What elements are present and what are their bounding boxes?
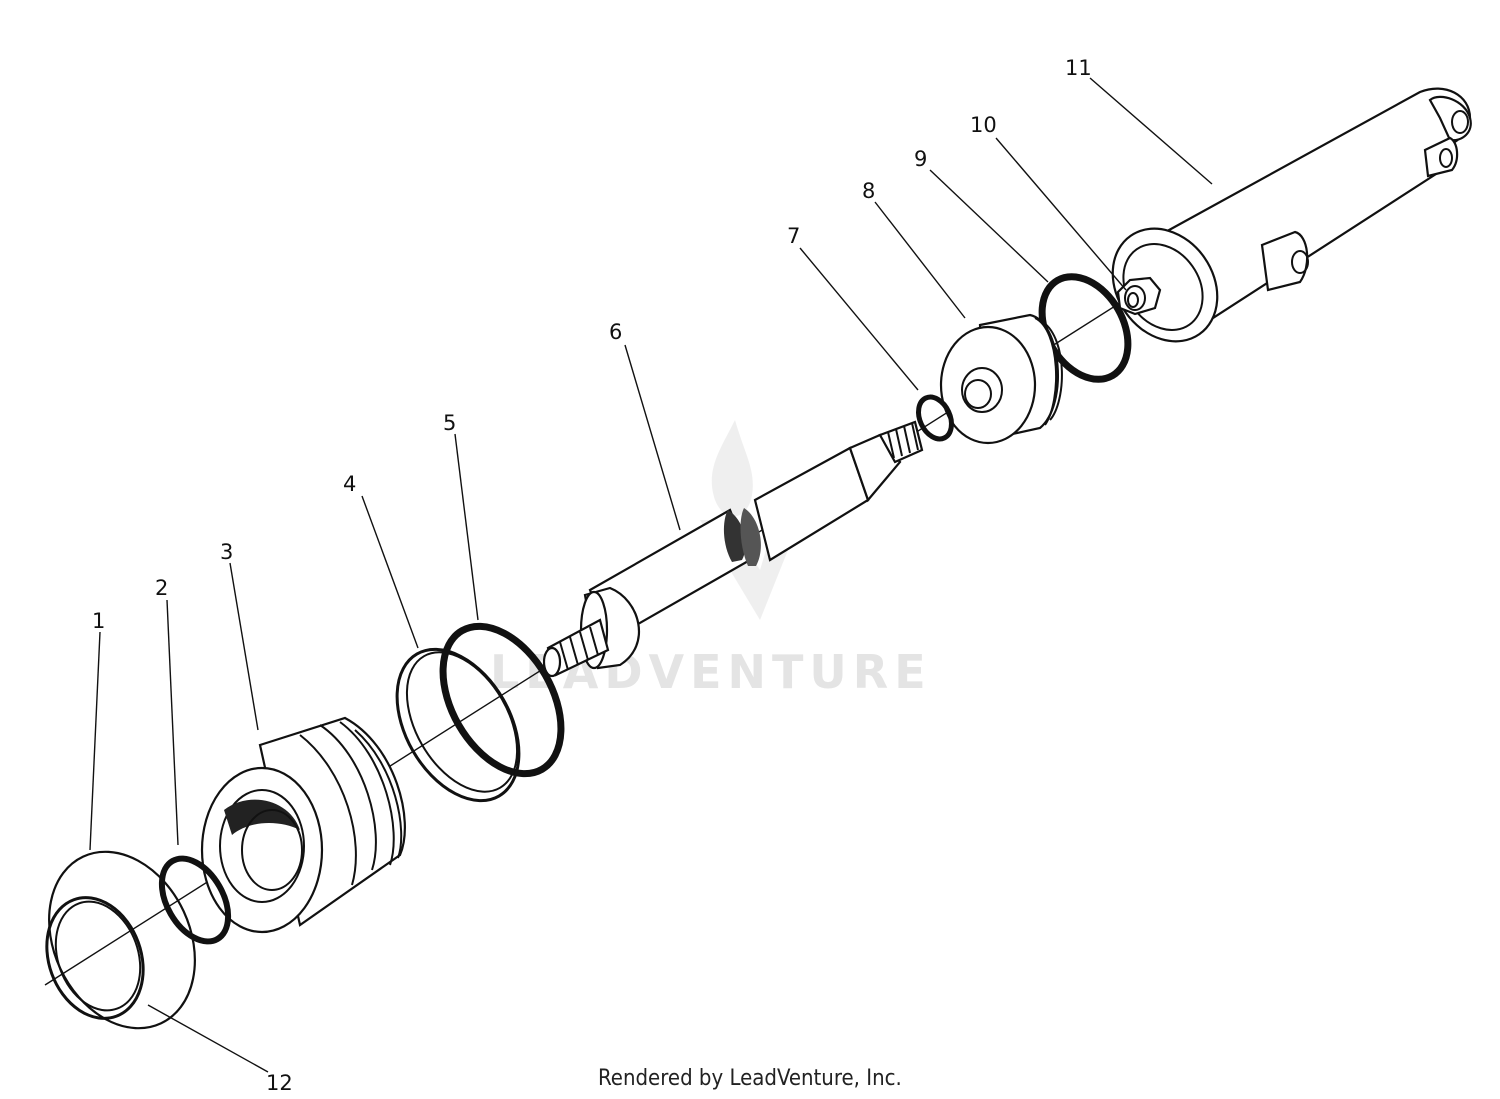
leader-2 bbox=[166, 599, 179, 846]
leader-8 bbox=[874, 201, 966, 319]
footer-credit: Rendered by LeadVenture, Inc. bbox=[598, 1066, 902, 1091]
callout-12: 12 bbox=[266, 1071, 293, 1095]
leader-6 bbox=[624, 344, 681, 531]
callout-3: 3 bbox=[220, 540, 233, 564]
part-7-o-ring bbox=[916, 394, 954, 442]
part-11-cylinder-barrel bbox=[1111, 87, 1472, 343]
callout-10: 10 bbox=[970, 113, 997, 137]
callout-5: 5 bbox=[443, 411, 456, 435]
callout-9: 9 bbox=[914, 147, 927, 171]
leader-10 bbox=[995, 137, 1127, 291]
callout-7: 7 bbox=[787, 224, 800, 248]
leader-12 bbox=[147, 1004, 269, 1073]
leader-3 bbox=[229, 562, 259, 731]
part-4-backup-ring bbox=[395, 647, 521, 803]
callout-4: 4 bbox=[343, 472, 356, 496]
leader-9 bbox=[929, 169, 1049, 283]
part-1-wiper-seal bbox=[45, 850, 196, 1030]
part-2-o-ring bbox=[158, 855, 232, 945]
part-5-o-ring bbox=[439, 622, 565, 778]
leader-5 bbox=[454, 433, 479, 621]
callout-numbers: 11 10 9 8 7 6 5 4 3 2 1 12 bbox=[92, 56, 1092, 1095]
leader-1 bbox=[89, 631, 101, 851]
part-6-piston-rod bbox=[542, 420, 924, 678]
leader-7 bbox=[799, 247, 919, 391]
part-3-gland bbox=[200, 716, 406, 934]
callout-2: 2 bbox=[155, 576, 168, 600]
part-8-piston bbox=[939, 313, 1063, 445]
leader-4 bbox=[361, 495, 419, 649]
callout-11: 11 bbox=[1065, 56, 1092, 80]
part-10-nut bbox=[1116, 276, 1162, 316]
leader-11 bbox=[1089, 77, 1213, 185]
callout-6: 6 bbox=[609, 320, 622, 344]
leader-lines bbox=[89, 77, 1213, 1073]
callout-8: 8 bbox=[862, 179, 875, 203]
callout-1: 1 bbox=[92, 609, 105, 633]
